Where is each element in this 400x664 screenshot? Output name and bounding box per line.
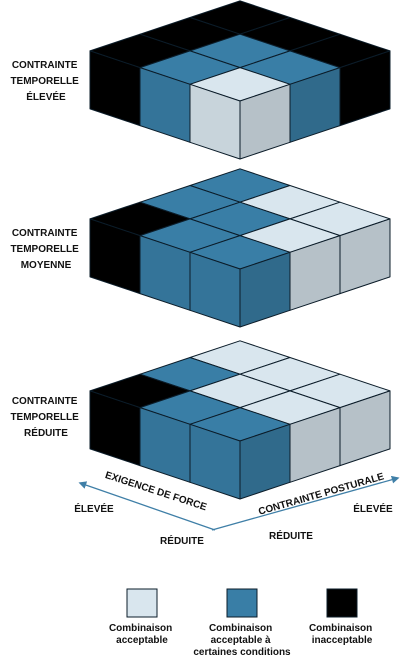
force-axis-low-label: RÉDUITE (160, 534, 204, 547)
legend-swatch-conditional (226, 588, 258, 618)
legend-label-acceptable: Combinaison acceptable (109, 623, 175, 646)
legend-swatch-acceptable (126, 588, 158, 618)
tier-1 (89, 168, 391, 328)
force-axis-high-label: ÉLEVÉE (74, 502, 114, 515)
posture-axis-low-label: RÉDUITE (269, 529, 313, 542)
cube-right-face (239, 423, 291, 500)
tiers-layer (89, 0, 391, 500)
legend-label-unacceptable: Combinaison inacceptable (309, 623, 375, 646)
legend-swatch-unacceptable (326, 588, 358, 618)
tier-0 (89, 0, 391, 160)
legend: Combinaison acceptable Combinaison accep… (109, 588, 375, 658)
posture-axis-arrow (211, 475, 400, 531)
tier-2 (89, 340, 391, 500)
posture-axis-high-label: ÉLEVÉE (353, 502, 393, 515)
cube-acceptable (189, 67, 291, 160)
force-axis-arrow (78, 481, 216, 531)
legend-label-conditional: Combinaison acceptable à certaines condi… (193, 623, 291, 658)
cube-conditional (139, 50, 241, 143)
cube-right-face (239, 251, 291, 328)
tier-label-high: CONTRAINTE TEMPORELLE ÉLEVÉE (10, 60, 81, 103)
tier-label-low: CONTRAINTE TEMPORELLE RÉDUITE (10, 396, 81, 439)
cube-conditional (189, 235, 291, 328)
cube-conditional (189, 407, 291, 500)
tier-label-medium: CONTRAINTE TEMPORELLE MOYENNE (10, 228, 81, 271)
cube-right-face (239, 83, 291, 160)
